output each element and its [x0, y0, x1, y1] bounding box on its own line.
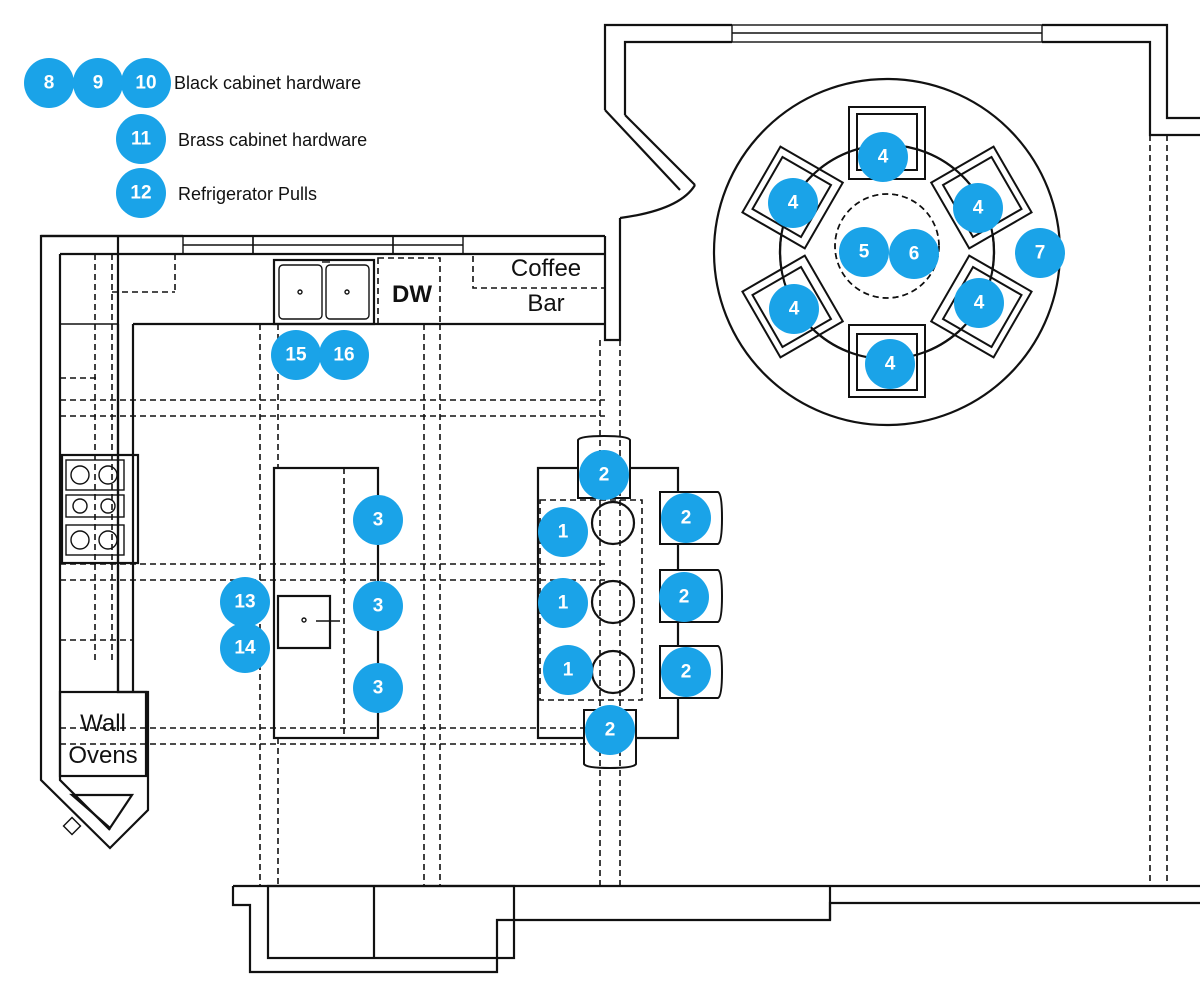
marker-2-bottom: 2 [585, 705, 635, 755]
marker-5: 5 [839, 227, 889, 277]
marker-3-bot: 3 [353, 663, 403, 713]
svg-text:2: 2 [679, 587, 690, 608]
legend-black-hardware: 8 9 10 Black cabinet hardware [24, 58, 361, 108]
svg-text:1: 1 [563, 660, 574, 681]
svg-text:2: 2 [681, 508, 692, 529]
marker-4-bottom: 4 [865, 339, 915, 389]
svg-text:4: 4 [974, 293, 985, 314]
svg-text:3: 3 [373, 510, 384, 531]
marker-3-top: 3 [353, 495, 403, 545]
marker-2-right-bot: 2 [661, 647, 711, 697]
wall-ovens-label-line1: Wall [80, 710, 126, 737]
legend-text-black: Black cabinet hardware [174, 73, 361, 93]
marker-1-bot: 1 [543, 645, 593, 695]
svg-text:13: 13 [234, 592, 255, 613]
exterior-walls [39, 23, 1200, 974]
svg-text:3: 3 [373, 596, 384, 617]
dishwasher-label: DW [392, 281, 432, 308]
marker-13: 13 [220, 577, 270, 627]
marker-7: 7 [1015, 228, 1065, 278]
coffee-bar-outline [472, 256, 605, 289]
svg-text:6: 6 [909, 244, 920, 265]
fixture-markers: 15 16 3 3 3 13 14 1 1 1 2 2 2 2 2 4 4 4 … [220, 132, 1065, 755]
svg-text:7: 7 [1035, 243, 1046, 264]
svg-text:5: 5 [859, 242, 870, 263]
marker-6: 6 [889, 229, 939, 279]
svg-text:2: 2 [681, 662, 692, 683]
svg-text:9: 9 [93, 73, 104, 94]
svg-text:1: 1 [558, 593, 569, 614]
svg-text:3: 3 [373, 678, 384, 699]
marker-4-lower-right: 4 [954, 278, 1004, 328]
marker-1-mid: 1 [538, 578, 588, 628]
lighting-grid [60, 135, 1168, 921]
kitchen-sink [272, 258, 376, 326]
legend-refrigerator-pulls: 12 Refrigerator Pulls [116, 168, 317, 218]
legend-text-fridge: Refrigerator Pulls [178, 184, 317, 204]
svg-text:2: 2 [599, 465, 610, 486]
svg-text:4: 4 [878, 147, 889, 168]
svg-text:15: 15 [285, 345, 307, 366]
svg-text:12: 12 [130, 183, 151, 204]
coffee-bar-label-line1: Coffee [511, 255, 581, 282]
legend-brass-hardware: 11 Brass cabinet hardware [116, 114, 367, 164]
marker-2-right-top: 2 [661, 493, 711, 543]
marker-16: 16 [319, 330, 369, 380]
wall-ovens-label-line2: Ovens [68, 742, 137, 769]
marker-4-upper-right: 4 [953, 183, 1003, 233]
svg-text:10: 10 [135, 73, 156, 94]
wall-ovens [58, 690, 148, 836]
cooktop [60, 453, 140, 565]
svg-text:16: 16 [333, 345, 354, 366]
marker-3-mid: 3 [353, 581, 403, 631]
svg-text:4: 4 [885, 354, 896, 375]
marker-4-lower-left: 4 [769, 284, 819, 334]
marker-2-right-mid: 2 [659, 572, 709, 622]
svg-text:4: 4 [788, 193, 799, 214]
marker-4-top: 4 [858, 132, 908, 182]
legend: 8 9 10 Black cabinet hardware 11 Brass c… [24, 58, 367, 218]
marker-14: 14 [220, 623, 270, 673]
coffee-bar-label-line2: Bar [527, 290, 564, 317]
svg-text:8: 8 [44, 73, 55, 94]
svg-text:11: 11 [131, 129, 152, 150]
svg-text:1: 1 [558, 522, 569, 543]
svg-text:4: 4 [973, 198, 984, 219]
svg-text:4: 4 [789, 299, 800, 320]
marker-15: 15 [271, 330, 321, 380]
marker-4-upper-left: 4 [768, 178, 818, 228]
marker-2-top: 2 [579, 450, 629, 500]
svg-text:14: 14 [234, 638, 256, 659]
legend-text-brass: Brass cabinet hardware [178, 130, 367, 150]
svg-text:2: 2 [605, 720, 616, 741]
dishwasher-outline [377, 257, 441, 325]
perimeter-counters [60, 322, 605, 692]
marker-1-top: 1 [538, 507, 588, 557]
